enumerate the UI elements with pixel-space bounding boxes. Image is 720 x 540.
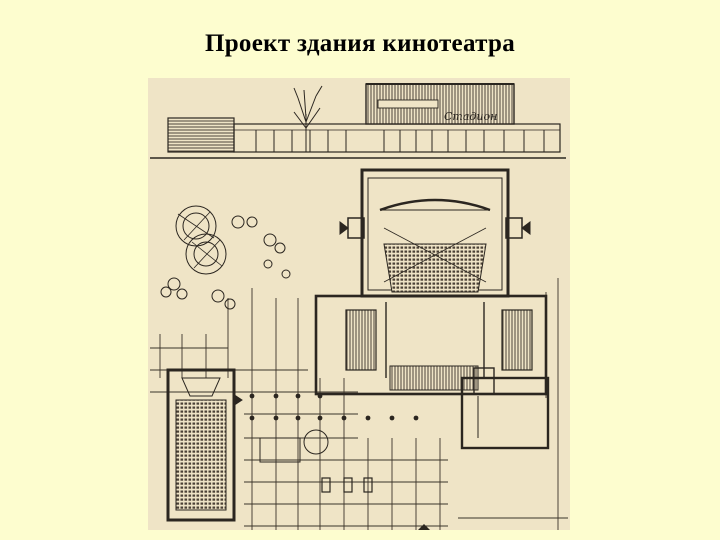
signage-lettering: Стадион (444, 110, 497, 123)
paving-grid (150, 278, 568, 530)
cinema-floor-plan (166, 168, 550, 530)
slide-title: Проект здания кинотеатра (204, 30, 515, 57)
tree-symbols (160, 205, 291, 310)
architectural-drawing: Стадион (148, 78, 570, 530)
facade-elevation (150, 83, 566, 159)
